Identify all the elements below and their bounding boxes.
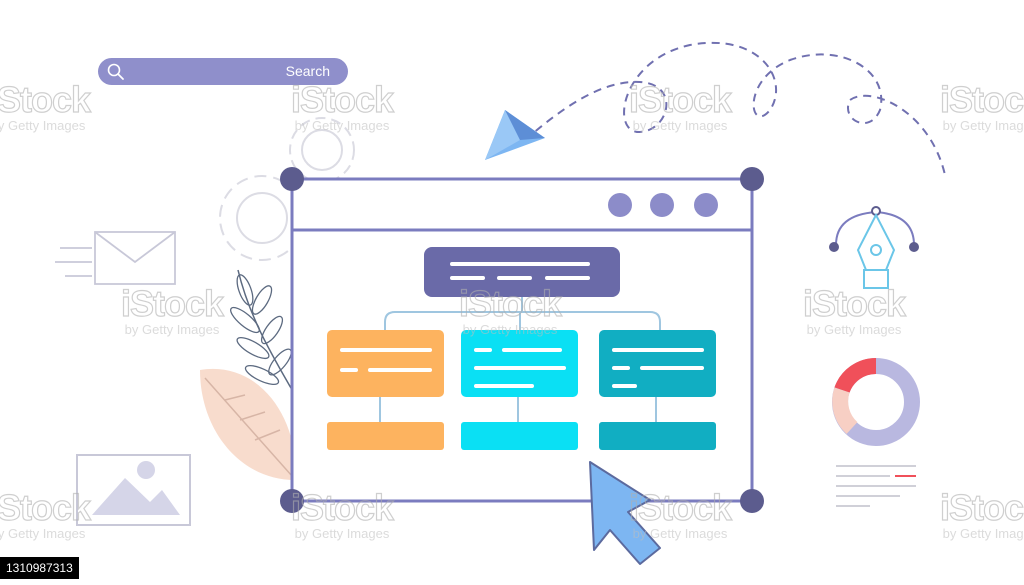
top-node bbox=[424, 247, 620, 297]
window-dot bbox=[650, 193, 674, 217]
corner-handle bbox=[280, 489, 304, 513]
corner-handle bbox=[280, 167, 304, 191]
bar-orange bbox=[327, 422, 444, 450]
corner-handle bbox=[740, 167, 764, 191]
node-cyan bbox=[461, 330, 578, 397]
paper-plane-icon bbox=[485, 110, 545, 160]
pen-tool-icon bbox=[829, 206, 919, 289]
search-icon bbox=[107, 63, 124, 80]
legend-lines bbox=[836, 465, 916, 507]
cursor-arrow-icon bbox=[589, 461, 661, 565]
search-label: Search bbox=[285, 63, 330, 79]
bar-cyan bbox=[461, 422, 578, 450]
stock-id: 1310987313 bbox=[0, 557, 79, 579]
search-bar[interactable]: Search bbox=[98, 58, 348, 85]
node-orange bbox=[327, 330, 444, 397]
envelope-icon bbox=[55, 231, 176, 285]
window-dot bbox=[608, 193, 632, 217]
corner-handle bbox=[740, 489, 764, 513]
window-dot bbox=[694, 193, 718, 217]
node-teal bbox=[599, 330, 716, 397]
donut-chart-icon bbox=[832, 357, 920, 446]
image-icon bbox=[76, 454, 191, 526]
leaf-icon bbox=[200, 269, 296, 480]
flowchart bbox=[327, 247, 716, 450]
flight-path bbox=[524, 42, 946, 176]
bar-teal bbox=[599, 422, 716, 450]
